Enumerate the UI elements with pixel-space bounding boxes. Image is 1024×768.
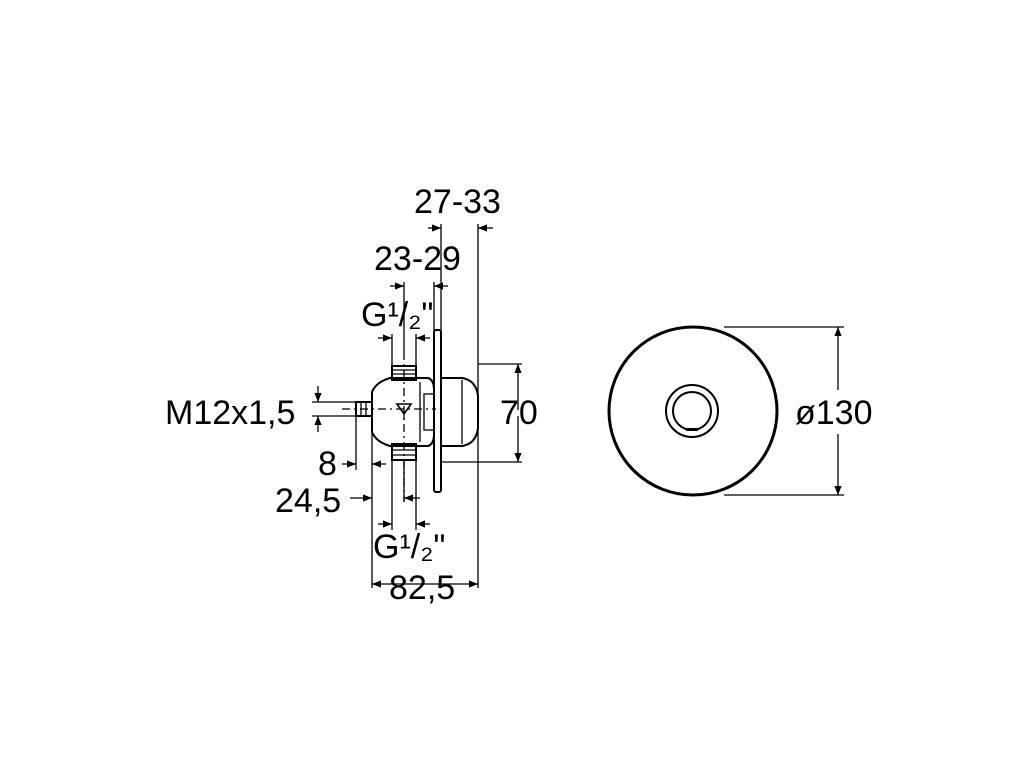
dim-24-5-label: 24,5 <box>275 482 341 520</box>
dim-diameter-130-label: ø130 <box>795 394 873 432</box>
valve-body <box>371 377 435 447</box>
push-button <box>440 377 479 447</box>
dim-23-29-label: 23-29 <box>374 240 461 278</box>
wall-plate <box>433 329 442 493</box>
side-view: 27-33 23-29 G¹/₂" M12x1,5 70 8 24,5 G¹/₂… <box>165 183 538 607</box>
dim-g-half-bottom-label: G¹/₂" <box>373 528 445 566</box>
dim-m12-label: M12x1,5 <box>165 394 295 432</box>
dim-70-label: 70 <box>500 394 538 432</box>
push-button-ring-outer <box>665 384 719 438</box>
front-view: ø130 <box>607 325 873 497</box>
push-button-ring-inner <box>672 391 712 431</box>
cover-plate <box>607 325 779 497</box>
dim-8-label: 8 <box>318 445 337 483</box>
dim-82-5-label: 82,5 <box>389 569 455 607</box>
dim-g-half-top-label: G¹/₂" <box>361 296 433 334</box>
dim-27-33-label: 27-33 <box>414 183 501 221</box>
